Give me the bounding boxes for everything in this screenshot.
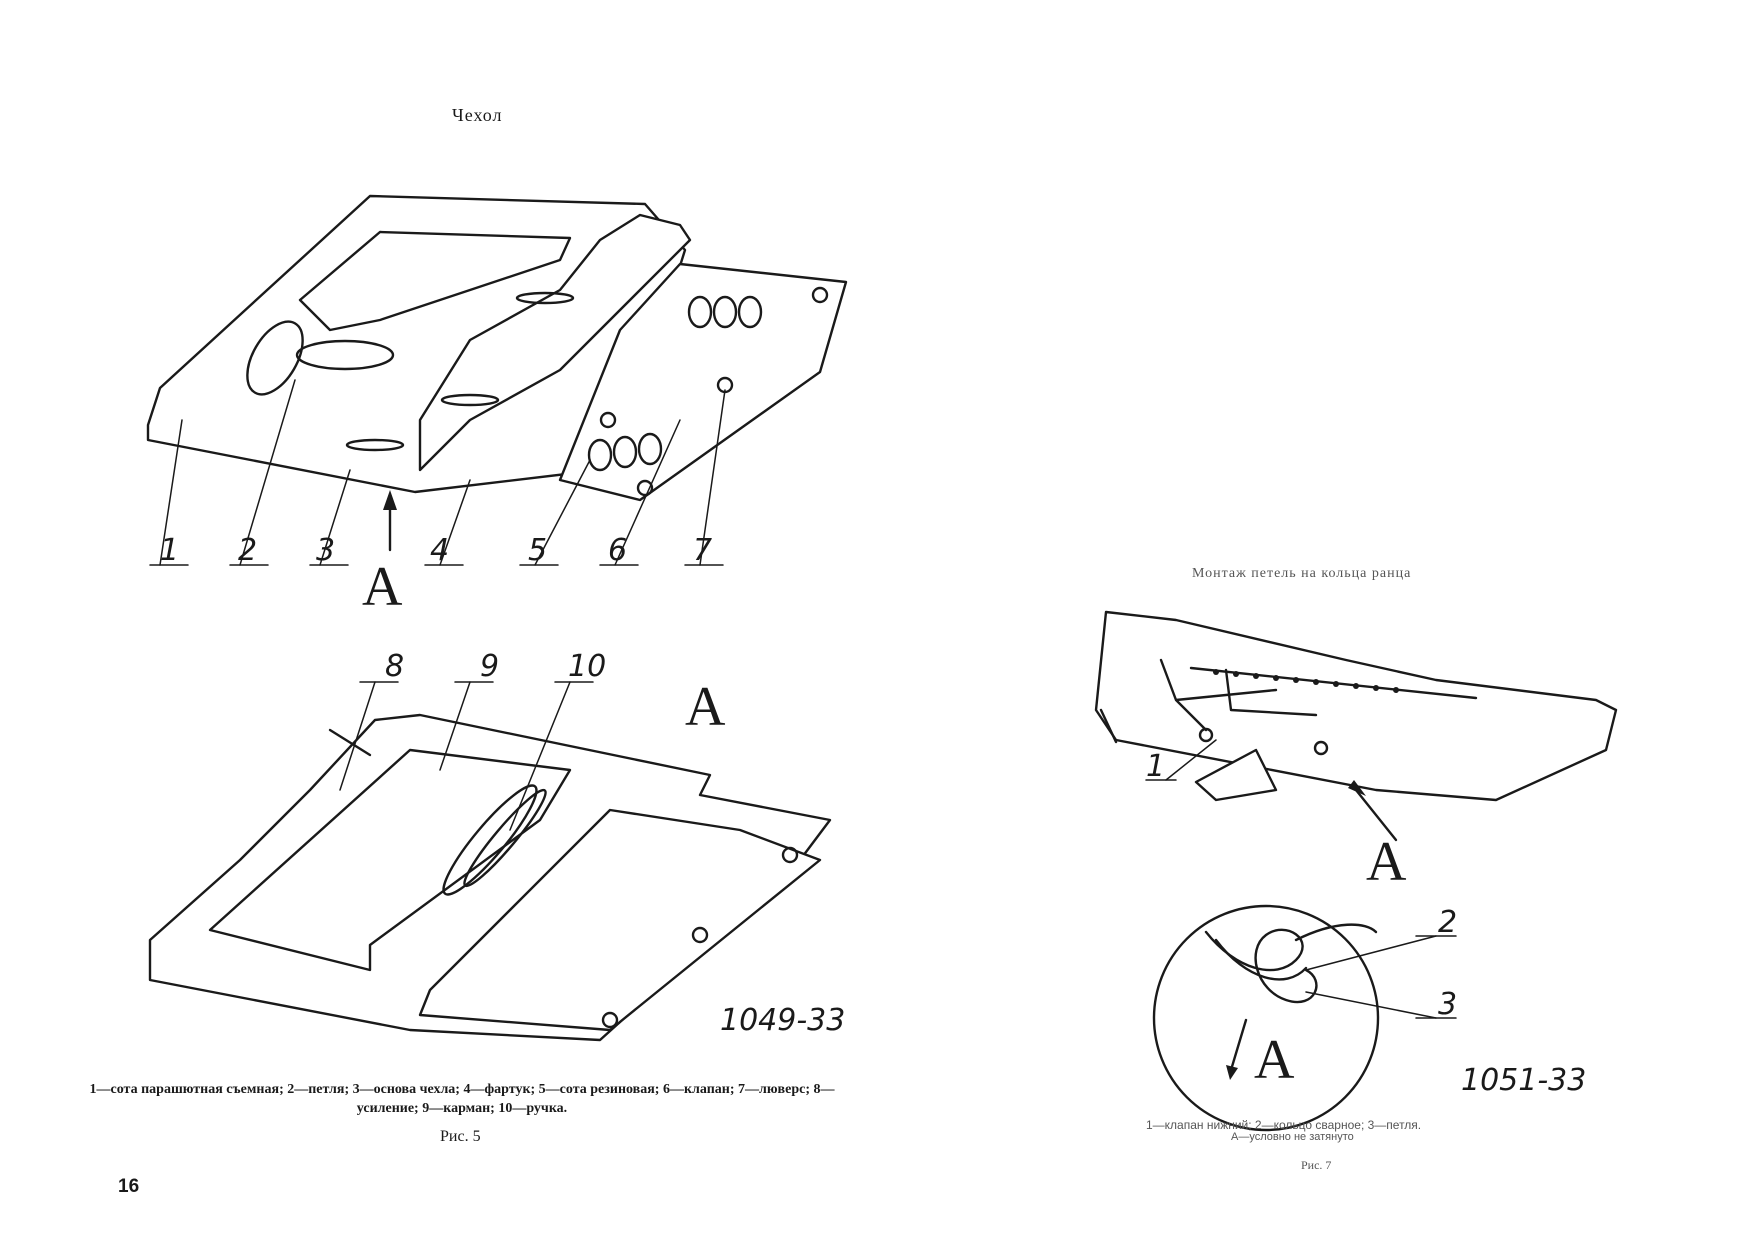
left-page: Чехол xyxy=(89,105,848,1197)
pocket xyxy=(208,748,572,972)
loop-mounting-drawing xyxy=(1094,610,1618,842)
cover-view-a-drawing xyxy=(148,681,832,1042)
flap-panel xyxy=(418,808,822,1032)
apron-flap xyxy=(418,213,692,472)
callout-10: 10 xyxy=(568,649,606,684)
ring-row xyxy=(1213,669,1399,693)
loop-detail-drawing xyxy=(1152,904,1457,1132)
callout-8: 8 xyxy=(385,649,404,684)
grommets xyxy=(599,286,829,497)
figure-caption: 1—сота парашютная съемная; 2—петля; 3—ос… xyxy=(89,1082,835,1116)
view-letter: A xyxy=(1254,1029,1295,1091)
figure-caption-note: А—условно не затянуто xyxy=(1231,1131,1354,1143)
callout-9: 9 xyxy=(480,649,499,684)
callout-4: 4 xyxy=(430,533,449,568)
page-heading: Монтаж петель на кольца ранца xyxy=(1192,566,1412,581)
page-heading: Чехол xyxy=(452,105,503,125)
rubber-cells xyxy=(587,295,763,472)
figure-caption: 1—клапан нижний; 2—кольцо сварное; 3—пет… xyxy=(1146,1118,1422,1132)
page-number: 16 xyxy=(118,1176,140,1197)
callout-7: 7 xyxy=(693,533,712,568)
right-page: Монтаж петель на кольца ранца 1 A xyxy=(876,0,1752,1239)
callout-3: 3 xyxy=(316,533,335,568)
cover-assembly-drawing xyxy=(146,194,848,566)
callout-5: 5 xyxy=(528,533,547,568)
callout-2: 2 xyxy=(1438,905,1457,940)
figure-code: 1051-33 xyxy=(1461,1063,1586,1098)
callout-3: 3 xyxy=(1438,987,1457,1022)
callout-1: 1 xyxy=(160,533,179,568)
callout-6: 6 xyxy=(608,533,627,568)
figure-code: 1049-33 xyxy=(720,1003,845,1038)
callout-1: 1 xyxy=(1146,749,1165,784)
callout-leaders xyxy=(149,379,726,566)
callout-2: 2 xyxy=(238,533,257,568)
view-letter: A xyxy=(685,676,726,738)
figure-label: Рис. 7 xyxy=(1301,1158,1332,1172)
view-letter: A xyxy=(362,556,403,618)
view-letter: A xyxy=(1366,831,1407,893)
figure-label: Рис. 5 xyxy=(440,1128,481,1145)
